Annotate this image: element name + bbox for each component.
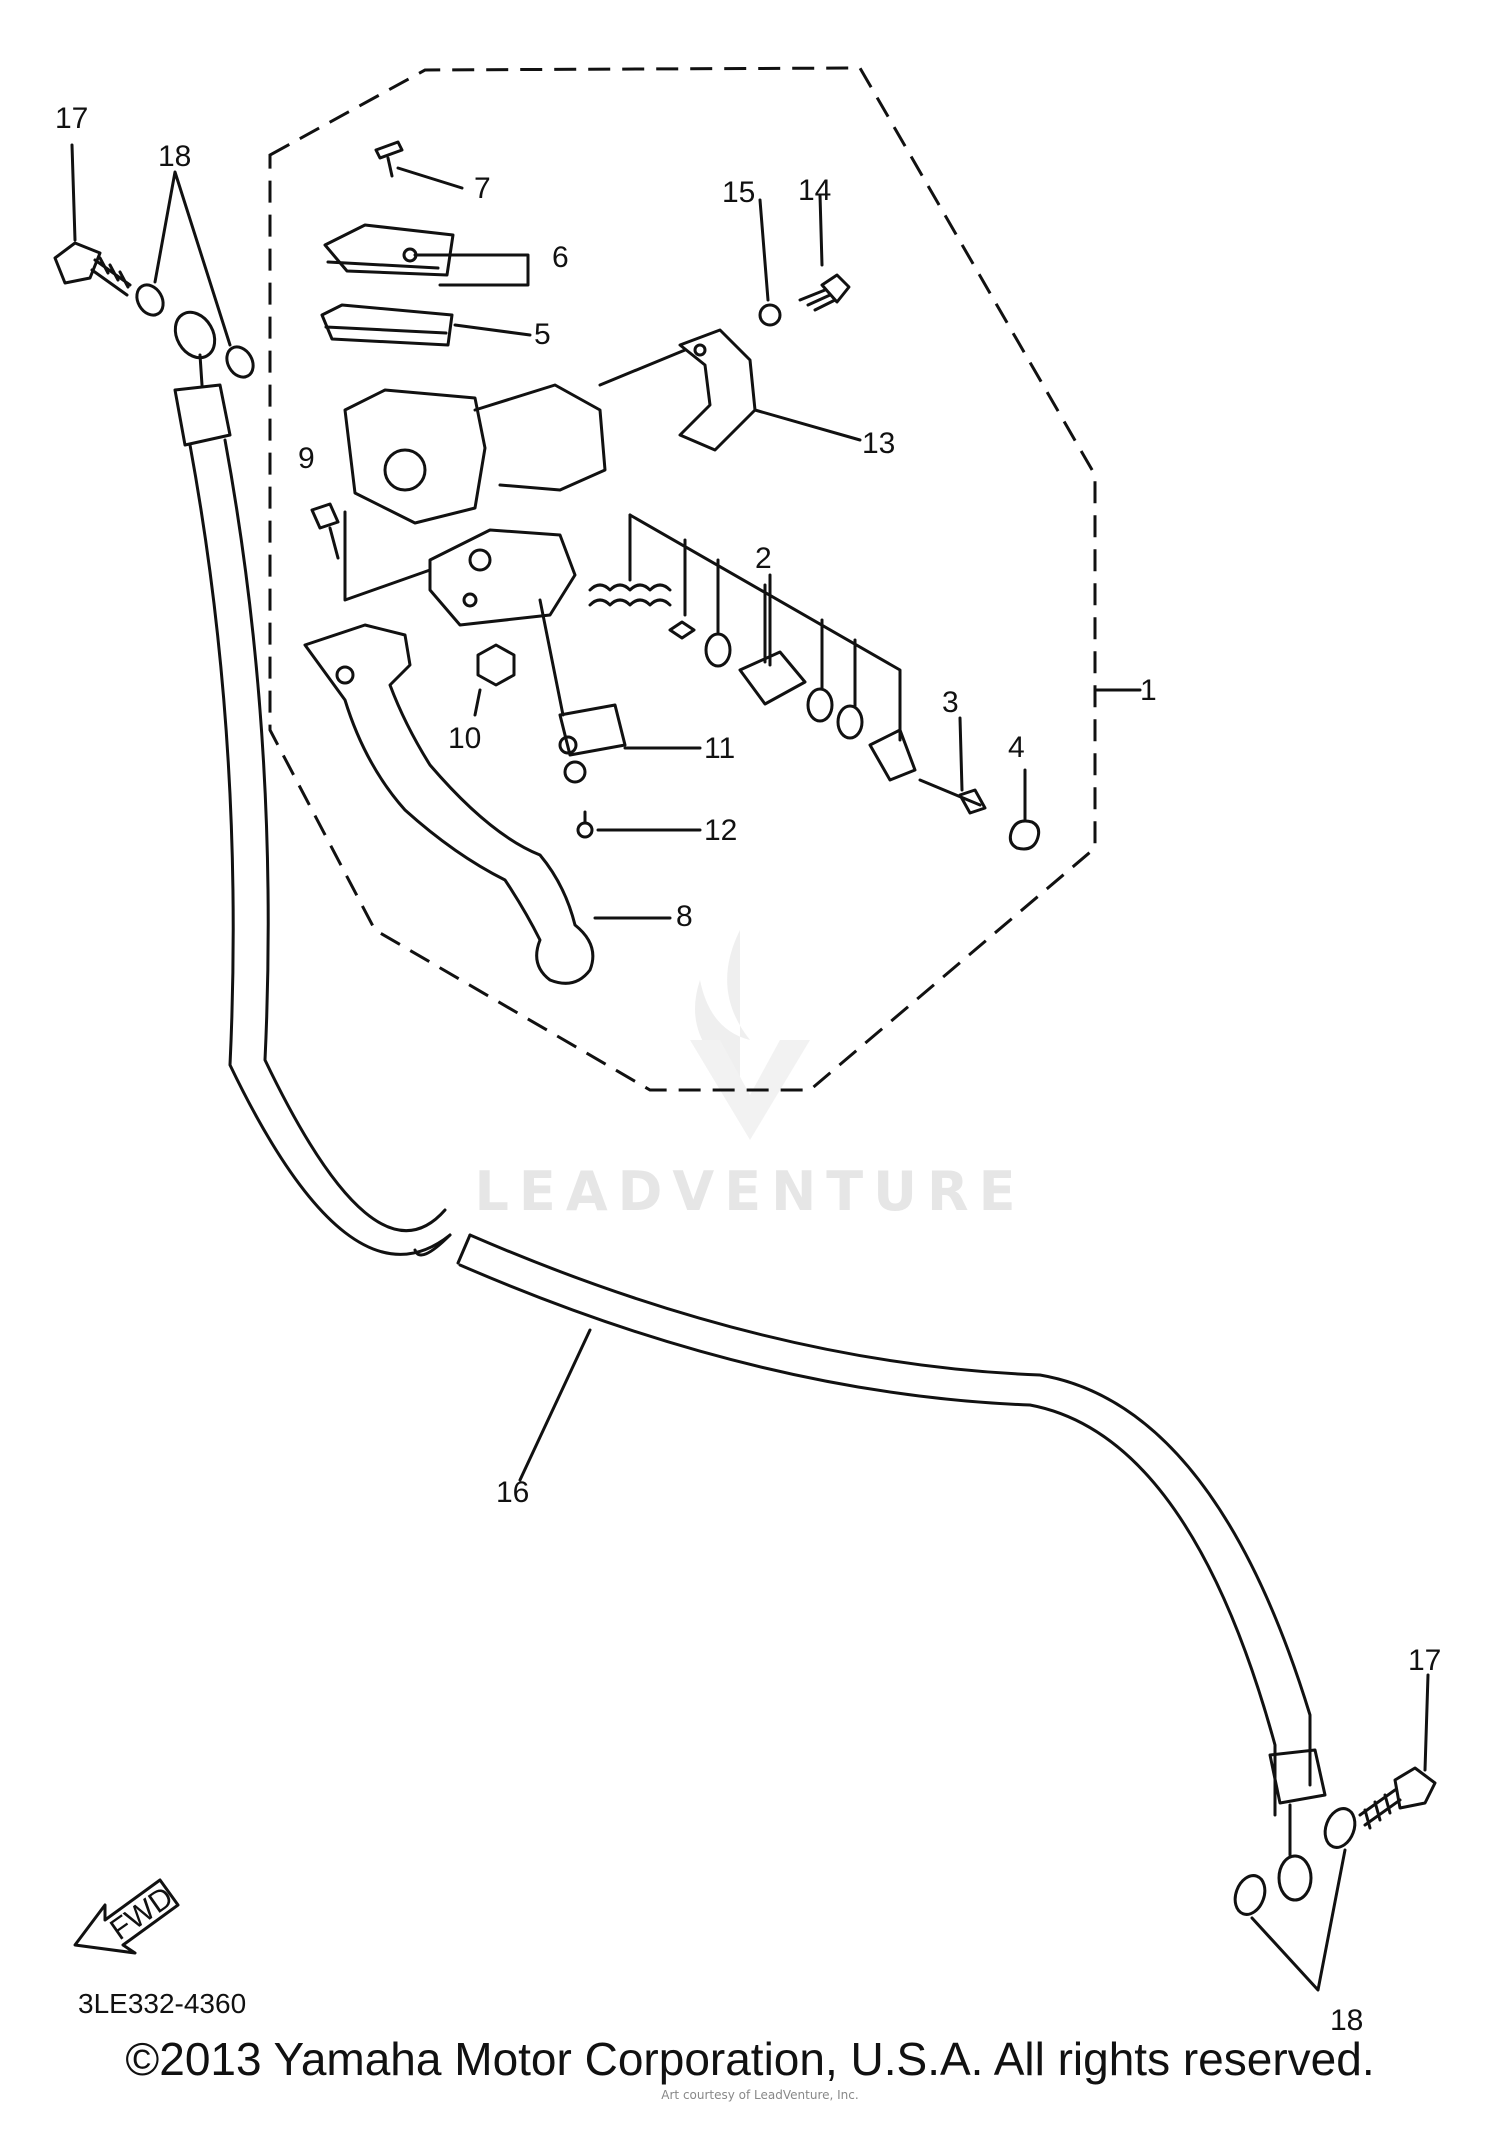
banjo-fitting-top: [173, 310, 232, 447]
reservoir-cap-part-6: [323, 223, 455, 277]
callout-15: 15: [722, 176, 755, 209]
callout-10: 10: [448, 722, 481, 755]
callout-3: 3: [942, 686, 959, 719]
callout-7: 7: [474, 172, 491, 205]
fwd-arrow-icon: [73, 1878, 180, 1955]
assembly-outline: [268, 66, 1097, 1092]
callout-17-left: 17: [55, 102, 88, 135]
watermark-text: LEADVENTURE: [475, 1160, 1026, 1223]
banjo-bolt-part-17-left: [53, 241, 132, 297]
washer-part-18-right-a: [1323, 1807, 1357, 1849]
diaphragm-part-5: [320, 303, 454, 347]
nut-part-10: [476, 643, 516, 687]
switch-part-11: [558, 703, 627, 784]
bolt-part-14: [798, 273, 851, 312]
bleeder-screw-part-9: [310, 502, 340, 560]
banjo-bolt-part-17-right: [1358, 1766, 1437, 1830]
callout-12: 12: [704, 814, 737, 847]
callout-4: 4: [1008, 731, 1025, 764]
callout-5: 5: [534, 318, 551, 351]
push-rod-part-3: [918, 778, 987, 815]
callout-18-right: 18: [1330, 2004, 1363, 2037]
screw-part-12: [576, 810, 594, 839]
washer-part-18-right-b: [1233, 1874, 1267, 1916]
watermark-logo: [690, 930, 810, 1140]
callout-18-left: 18: [158, 140, 191, 173]
brake-lever-part-8: [303, 623, 595, 985]
boot-part-4: [1008, 819, 1041, 851]
washer-part-18-left-b: [225, 345, 255, 379]
callout-13: 13: [862, 427, 895, 460]
callout-11: 11: [704, 732, 735, 765]
callout-14: 14: [798, 174, 831, 207]
master-cylinder-body: [343, 383, 607, 627]
callout-6: 6: [552, 241, 569, 274]
callout-2: 2: [755, 542, 772, 575]
callout-8: 8: [676, 900, 693, 933]
clamp-part-13: [678, 328, 757, 452]
courtesy-note: Art courtesy of LeadVenture, Inc.: [661, 2088, 859, 2102]
diagram-code: 3LE332-4360: [78, 1988, 246, 2019]
callout-9: 9: [298, 442, 315, 475]
piston-kit-part-2: [588, 583, 917, 782]
callout-17-right: 17: [1408, 1644, 1441, 1677]
callout-1: 1: [1140, 674, 1157, 707]
banjo-fitting-bottom: [1268, 1748, 1327, 1902]
screw-part-7: [374, 140, 404, 178]
brake-hose-part-16: [188, 438, 1312, 1817]
washer-part-15: [758, 303, 782, 327]
callout-16: 16: [496, 1476, 529, 1509]
washer-part-18-left-a: [135, 283, 165, 317]
copyright-notice: ©2013 Yamaha Motor Corporation, U.S.A. A…: [125, 2033, 1375, 2085]
